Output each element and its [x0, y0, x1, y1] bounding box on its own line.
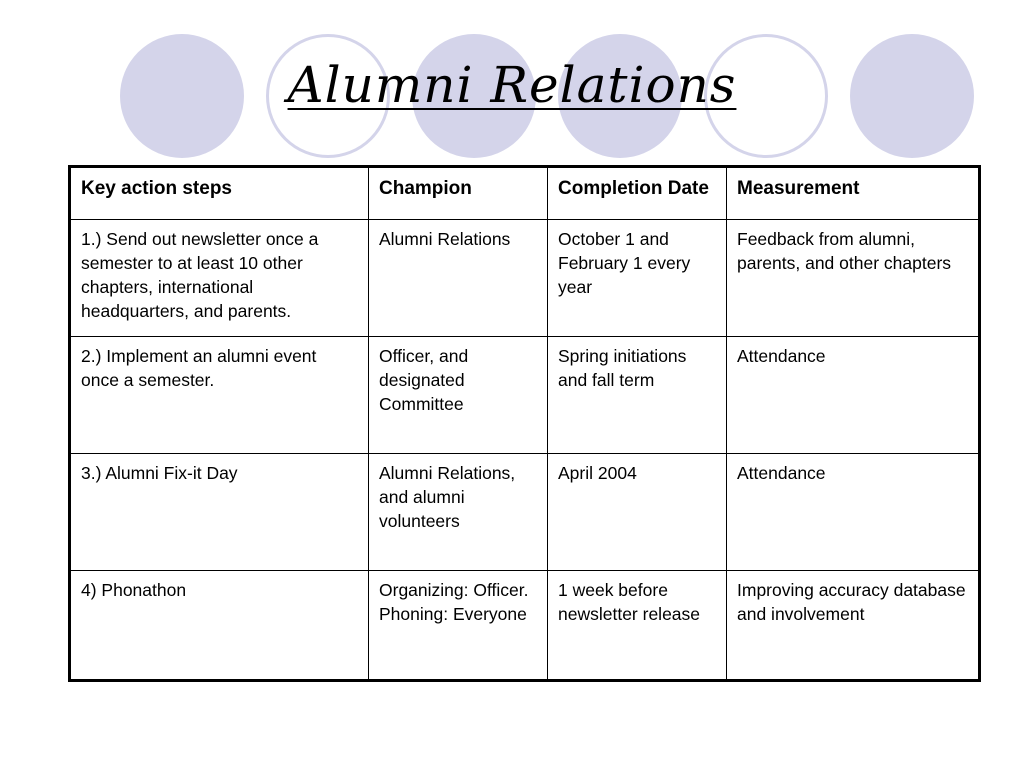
cell-key-action-step: 2.) Implement an alumni event once a sem… [69, 336, 369, 454]
slide-title-text: Alumni Relations [287, 56, 737, 114]
decorative-circle-1 [120, 34, 244, 158]
decorative-circle-4 [558, 34, 682, 158]
cell-completion-date: Spring initiations and fall term [547, 336, 727, 454]
cell-measurement: Feedback from alumni, parents, and other… [726, 219, 980, 337]
cell-measurement: Attendance [726, 453, 980, 571]
column-header-champion: Champion [368, 166, 548, 220]
column-header-measurement: Measurement [726, 166, 980, 220]
table-row: 1.) Send out newsletter once a semester … [69, 219, 980, 337]
cell-key-action-step: 1.) Send out newsletter once a semester … [69, 219, 369, 337]
action-plan-table: Key action steps Champion Completion Dat… [68, 165, 981, 682]
decorative-circle-2 [266, 34, 390, 158]
decorative-circle-5 [704, 34, 828, 158]
cell-measurement: Improving accuracy database and involvem… [726, 570, 980, 681]
cell-champion: Officer, and designated Committee [368, 336, 548, 454]
column-header-key-action-steps: Key action steps [69, 166, 369, 220]
cell-champion: Organizing: Officer. Phoning: Everyone [368, 570, 548, 681]
decorative-circle-3 [412, 34, 536, 158]
column-header-completion-date: Completion Date [547, 166, 727, 220]
slide-title: Alumni Relations [0, 56, 1024, 114]
table-row: 2.) Implement an alumni event once a sem… [69, 336, 980, 454]
cell-key-action-step: 3.) Alumni Fix-it Day [69, 453, 369, 571]
decorative-circle-6 [850, 34, 974, 158]
cell-completion-date: April 2004 [547, 453, 727, 571]
cell-completion-date: October 1 and February 1 every year [547, 219, 727, 337]
table-row: 3.) Alumni Fix-it Day Alumni Relations, … [69, 453, 980, 571]
cell-key-action-step: 4) Phonathon [69, 570, 369, 681]
cell-champion: Alumni Relations [368, 219, 548, 337]
table-header-row: Key action steps Champion Completion Dat… [69, 166, 980, 220]
cell-completion-date: 1 week before newsletter release [547, 570, 727, 681]
table-row: 4) Phonathon Organizing: Officer. Phonin… [69, 570, 980, 681]
cell-measurement: Attendance [726, 336, 980, 454]
cell-champion: Alumni Relations, and alumni volunteers [368, 453, 548, 571]
